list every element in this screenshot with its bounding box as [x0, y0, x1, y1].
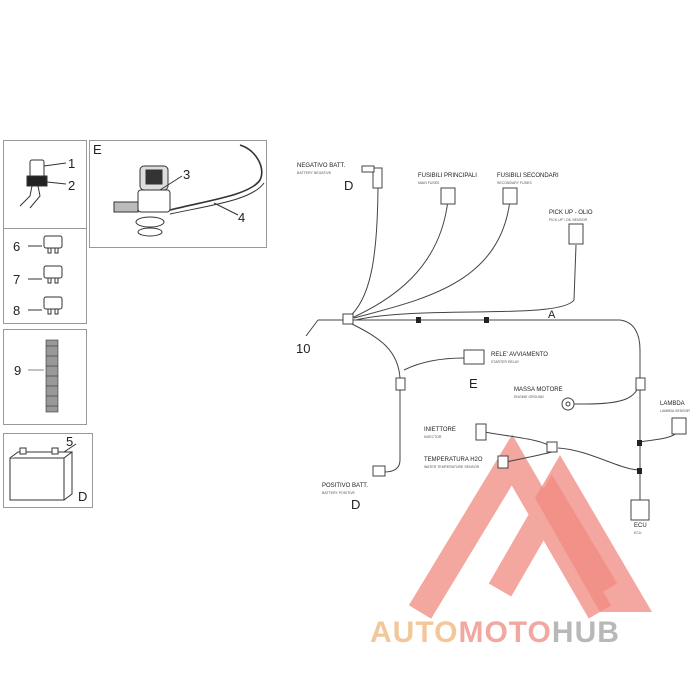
injector-connector	[475, 423, 487, 441]
branch-a-label: A	[548, 309, 556, 321]
battery-drawing	[9, 443, 77, 501]
engine-ground-sub: ENGINE GROUND	[514, 395, 544, 399]
secondary-fuses-label: FUSIBILI SECONDARI	[497, 173, 559, 179]
watermark-part-moto: MOTO	[458, 616, 552, 649]
negative-battery-label: NEGATIVO BATT.	[297, 163, 346, 169]
main-fuses-connector	[440, 187, 456, 205]
watermark-part-hub: HUB	[551, 616, 620, 649]
relay-drawing	[113, 144, 265, 237]
ecu-label: ECU	[634, 523, 647, 529]
temp-sensor-connector	[497, 455, 509, 469]
positive-battery-connector	[372, 465, 386, 477]
engine-ground-label: MASSA MOTORE	[514, 387, 563, 393]
section-d-label: D	[78, 489, 88, 504]
pickup-sub: PICK UP / OIL SENSOR	[549, 218, 588, 222]
main-fuses-label: FUSIBILI PRINCIPALI	[418, 173, 477, 179]
relay-splice	[395, 377, 406, 391]
injector-label: INIETTORE	[424, 427, 456, 433]
part-label-4: 4	[238, 210, 246, 225]
part-label-5: 5	[66, 434, 74, 449]
pickup-label: PICK UP - OLIO	[549, 210, 593, 216]
positive-battery-label: POSITIVO BATT.	[322, 483, 368, 489]
lambda-label: LAMBDA	[660, 401, 685, 407]
positive-battery-letter: D	[351, 497, 361, 512]
positive-battery-sub: BATTERY POSITIVE	[322, 491, 355, 495]
starter-relay-letter: E	[469, 376, 478, 391]
part-label-7: 7	[13, 272, 21, 287]
strip-drawing	[28, 339, 59, 413]
starter-relay-sub: STARTER RELAY	[491, 360, 520, 364]
pickup-connector	[568, 223, 584, 245]
watermark-logo-text: AUTOMOTOHUB	[370, 616, 620, 650]
negative-battery-sub: BATTERY NEGATIVE	[297, 171, 332, 175]
negative-battery-letter: D	[344, 178, 354, 193]
lambda-connector	[671, 417, 687, 435]
part-label-8: 8	[13, 303, 21, 318]
part-label-3: 3	[183, 167, 191, 182]
lambda-sub: LAMBDA SENSOR	[660, 409, 690, 413]
sensor-splice	[546, 441, 558, 453]
secondary-fuses-connector	[502, 187, 518, 205]
negative-battery-connector	[372, 167, 383, 189]
fuse-holder-drawing	[19, 159, 67, 209]
part-label-2: 2	[68, 178, 76, 193]
section-e-label: E	[93, 142, 102, 157]
starter-relay-connector	[463, 349, 485, 365]
water-temp-sub: WATER TEMPERATURE SENSOR	[424, 465, 480, 469]
starter-relay-label: RELE' AVVIAMENTO	[491, 352, 548, 358]
part-label-9: 9	[14, 363, 22, 378]
part-label-1: 1	[68, 156, 76, 171]
ecu-sub: ECU	[634, 531, 642, 535]
secondary-fuses-sub: SECONDARY FUSES	[497, 181, 532, 185]
water-temp-label: TEMPERATURA H2O	[424, 457, 483, 463]
ecu-connector	[630, 499, 650, 521]
watermark-part-auto: AUTO	[370, 616, 459, 649]
main-splice	[342, 313, 354, 325]
main-fuses-sub: MAIN FUSES	[418, 181, 440, 185]
blade-fuses-drawing	[28, 235, 63, 315]
injector-sub: INJECTOR	[424, 435, 442, 439]
panel-parts-9	[3, 329, 87, 425]
harness-ref-label: 10	[296, 341, 311, 356]
trunk-splice	[635, 377, 646, 391]
part-label-6: 6	[13, 239, 21, 254]
